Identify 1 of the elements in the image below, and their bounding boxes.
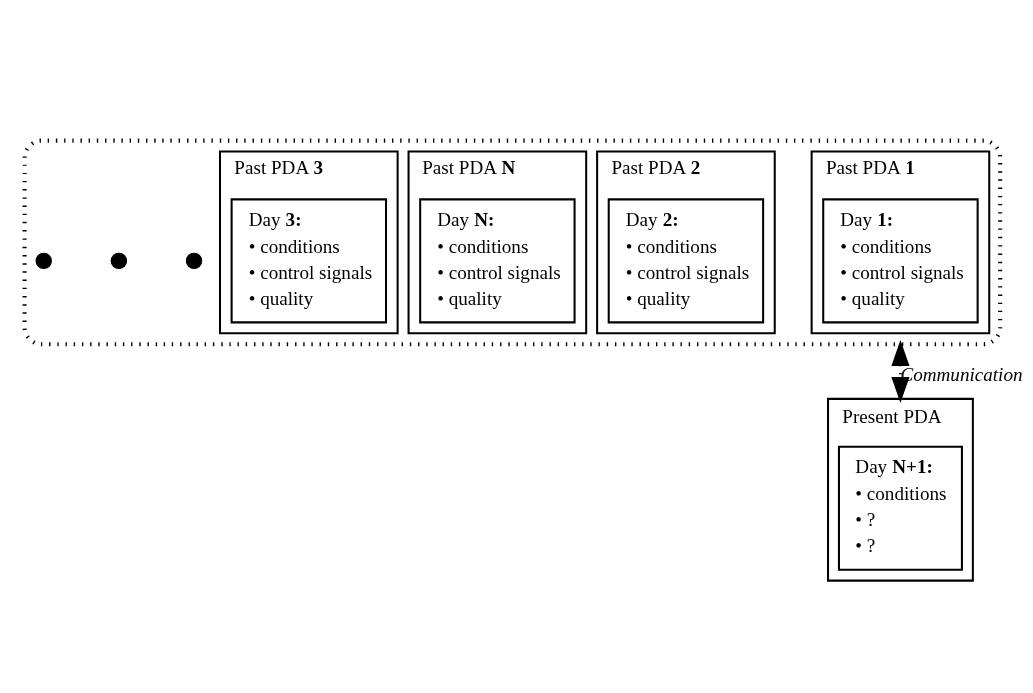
edge-label: Communication (900, 363, 1023, 385)
